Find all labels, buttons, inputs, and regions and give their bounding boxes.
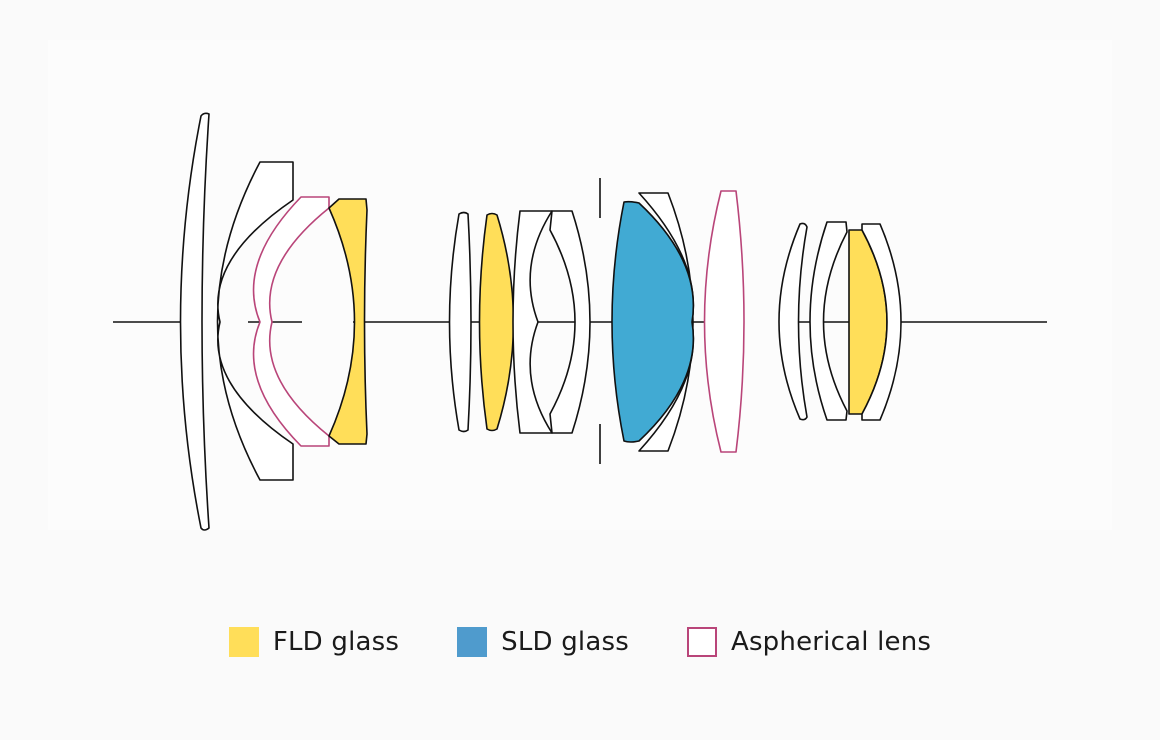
- fld-swatch: [228, 627, 259, 657]
- legend-item-fld: FLD glass: [228, 627, 400, 657]
- lens-element-1: [179, 112, 210, 531]
- legend: FLD glass SLD glass Aspherical lens: [0, 620, 1160, 664]
- lens-element-8: [549, 210, 591, 434]
- fld-lens-element-4: [328, 198, 368, 445]
- fld-lens-element-6: [478, 212, 515, 432]
- lens-element-2: [216, 161, 294, 481]
- legend-label-fld: FLD glass: [272, 627, 400, 657]
- sld-lens-element-9: [611, 200, 695, 443]
- legend-label-aspherical: Aspherical lens: [730, 627, 932, 657]
- sld-swatch: [457, 627, 488, 657]
- lens-element-7: [512, 210, 553, 434]
- lens-element-13: [809, 221, 848, 421]
- aspherical-swatch: [686, 627, 717, 657]
- lens-element-15: [861, 223, 902, 421]
- lens-element-12: [778, 222, 808, 421]
- aspherical-lens-element-3: [252, 196, 330, 447]
- lens-element-5: [448, 211, 472, 433]
- legend-item-sld: SLD glass: [457, 627, 629, 657]
- legend-item-aspherical: Aspherical lens: [686, 627, 932, 657]
- aspherical-lens-element-11: [703, 190, 745, 453]
- legend-label-sld: SLD glass: [501, 627, 629, 657]
